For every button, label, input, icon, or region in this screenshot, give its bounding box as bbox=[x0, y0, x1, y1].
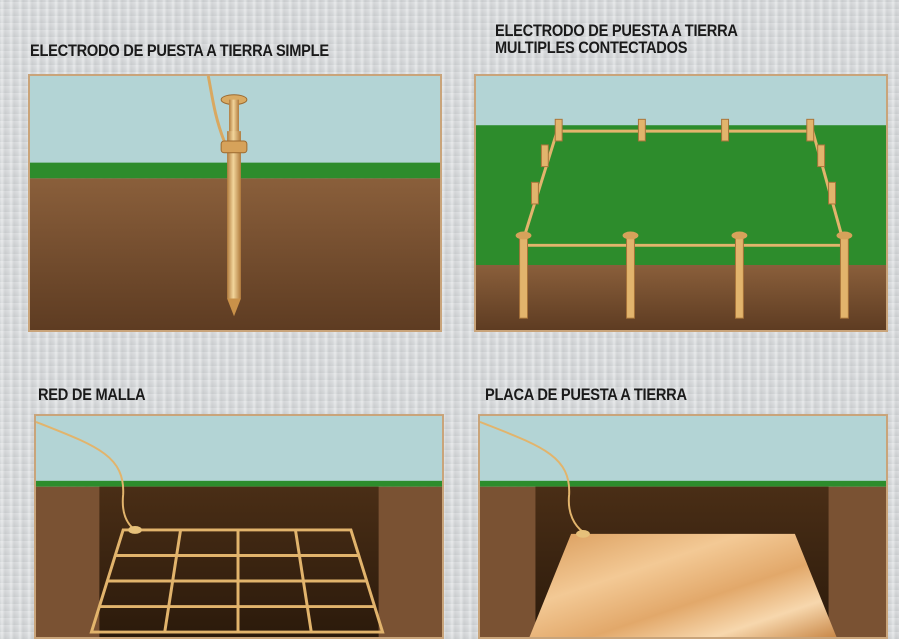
plate-panel bbox=[478, 414, 888, 639]
mesh-panel bbox=[34, 414, 444, 639]
mesh-grid-icon bbox=[36, 416, 442, 637]
multiple-electrodes-title-line2: MULTIPLES CONTECTADOS bbox=[495, 38, 688, 57]
ground-plate-icon bbox=[480, 416, 886, 637]
ground-rod-icon bbox=[30, 76, 440, 330]
multiple-electrodes-panel bbox=[474, 74, 888, 332]
plate-title: PLACA DE PUESTA A TIERRA bbox=[485, 385, 687, 404]
simple-electrode-title: ELECTRODO DE PUESTA A TIERRA SIMPLE bbox=[30, 41, 329, 60]
simple-electrode-panel bbox=[28, 74, 442, 332]
multiple-electrodes-title-line1: ELECTRODO DE PUESTA A TIERRA bbox=[495, 21, 738, 40]
mesh-title: RED DE MALLA bbox=[38, 385, 146, 404]
ground-rod-array-icon bbox=[476, 76, 886, 330]
